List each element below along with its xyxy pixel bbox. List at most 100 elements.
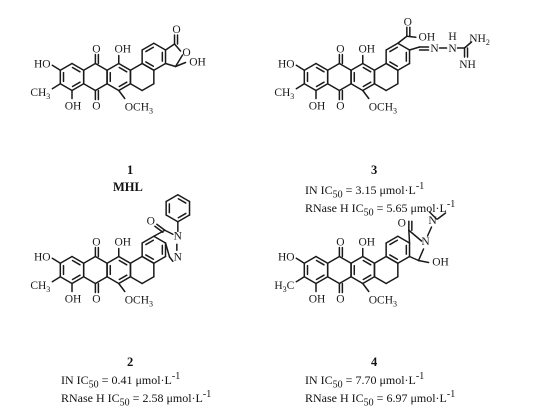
azine-double xyxy=(168,256,174,262)
ring-a-bond-inner xyxy=(315,81,325,88)
lactone-bond xyxy=(164,43,176,51)
hydrazone-hydrogen: H xyxy=(448,31,456,43)
methoxy-group: OCH3 xyxy=(125,102,153,116)
lactam-oxygen: O xyxy=(147,215,155,227)
phenyl-bond xyxy=(165,194,179,203)
imino-group: NH xyxy=(459,59,476,71)
ring-b-bond xyxy=(94,62,108,71)
ring-b-bond xyxy=(94,276,108,285)
ring-c-bond-inner xyxy=(362,259,372,266)
bond-me xyxy=(295,276,306,283)
ring-e-bond xyxy=(385,235,399,244)
ring-c-bond-inner xyxy=(362,274,372,281)
ring-d-bond xyxy=(141,83,155,92)
lactam-bond xyxy=(164,229,174,235)
ring-a-bond xyxy=(71,62,85,71)
lactam-bond xyxy=(408,229,423,242)
ring-c-bond xyxy=(350,83,364,92)
ring-e-bond xyxy=(153,62,167,71)
bond-me xyxy=(51,83,62,90)
ring-a-bond-inner xyxy=(71,259,81,266)
ring-c-bond-inner xyxy=(118,274,128,281)
ring-c-bond xyxy=(362,83,376,92)
ring-d-bond xyxy=(385,276,399,285)
ring-a-bond xyxy=(315,83,329,92)
ring-e-bond-inner xyxy=(389,46,399,53)
compound-4-number: 4 xyxy=(371,355,378,369)
ring-c-bond xyxy=(118,62,132,71)
bond-oh xyxy=(295,64,306,71)
ring-a-bond-inner xyxy=(315,66,325,73)
cooh-hydroxyl: OH xyxy=(419,31,436,43)
ring-c-bond-inner xyxy=(118,66,128,73)
ring-a-bond xyxy=(315,276,329,285)
ring-e-bond xyxy=(141,255,155,264)
ring-c-bond xyxy=(350,62,364,71)
ring-a-bond-inner xyxy=(315,274,325,281)
ring-a-bond xyxy=(71,276,85,285)
compound-4-ic50-in: IN IC50 = 7.70 μmol·L-1 xyxy=(305,371,425,391)
lactam-hydroxyl: OH xyxy=(432,257,449,269)
methoxy-group: OCH3 xyxy=(369,102,397,116)
carbonyl-oxygen-top: O xyxy=(336,237,344,249)
methyl-group: CH3 xyxy=(30,87,50,101)
amino-group: NH2 xyxy=(469,33,490,47)
compound-3-number: 3 xyxy=(371,163,378,177)
bond-oh xyxy=(174,61,187,68)
carbonyl-oxygen-top: O xyxy=(92,237,100,249)
ring-b-bond xyxy=(326,255,341,264)
compound-2-number: 2 xyxy=(127,355,134,369)
compound-1-name: MHL xyxy=(113,180,143,194)
hydroxyl-left: HO xyxy=(34,251,51,263)
ring-d-bond xyxy=(129,62,143,71)
ring-b-bond xyxy=(326,62,341,71)
bond-oh xyxy=(51,64,62,71)
ring-b-bond xyxy=(82,276,97,285)
ring-a-bond xyxy=(59,276,73,285)
guanidine-bond xyxy=(463,41,473,49)
ring-b-bond xyxy=(326,276,341,285)
lactam-bond xyxy=(408,255,420,262)
ring-a-bond xyxy=(303,83,317,92)
ring-a-bond xyxy=(303,62,317,71)
ring-c-bond xyxy=(350,276,364,285)
methyl-bond xyxy=(428,211,438,220)
ring-a-bond-inner xyxy=(315,259,325,266)
hydroxyl-top: OH xyxy=(358,237,375,249)
lactam-carbonyl xyxy=(154,225,164,233)
lactam-bond xyxy=(408,229,411,244)
bond-ome xyxy=(118,89,126,100)
hydrazide-bond xyxy=(426,226,433,237)
imine-nitrogen: N xyxy=(430,43,439,55)
bond-me xyxy=(51,276,62,283)
methyl-group: CH3 xyxy=(274,87,294,101)
lactone-carbonyl-oxygen: O xyxy=(172,24,180,36)
ring-c-bond xyxy=(362,276,376,285)
bond-ome xyxy=(362,89,370,100)
carbonyl-oxygen-bottom: O xyxy=(336,101,344,113)
ring-e-bond xyxy=(397,62,411,71)
ring-b-bond xyxy=(82,255,97,264)
ring-a-bond-inner xyxy=(71,274,81,281)
bond-ome xyxy=(362,282,370,293)
lactam-bond xyxy=(417,248,425,262)
ring-a-bond xyxy=(59,83,73,92)
hydroxyl-left: HO xyxy=(278,58,295,70)
cooh-bond xyxy=(397,35,408,44)
ring-b-bond xyxy=(326,83,341,92)
ring-b-bond xyxy=(82,83,97,92)
phenyl-bond xyxy=(165,214,179,223)
carbonyl-oxygen-bottom: O xyxy=(92,101,100,113)
ring-e-bond xyxy=(153,255,167,264)
compound-3-ic50-rnase: RNase H IC50 = 5.65 μmol·L-1 xyxy=(305,199,456,219)
methoxy-group: OCH3 xyxy=(125,295,153,309)
ring-c-bond xyxy=(118,83,132,92)
ring-d-bond xyxy=(373,83,387,92)
ring-e-bond-inner xyxy=(389,239,399,246)
ring-a-bond xyxy=(303,276,317,285)
ring-c-bond xyxy=(362,62,376,71)
ring-e-bond-inner xyxy=(389,254,399,261)
ring-c-bond-inner xyxy=(362,66,372,73)
ring-b-bond xyxy=(338,276,352,285)
